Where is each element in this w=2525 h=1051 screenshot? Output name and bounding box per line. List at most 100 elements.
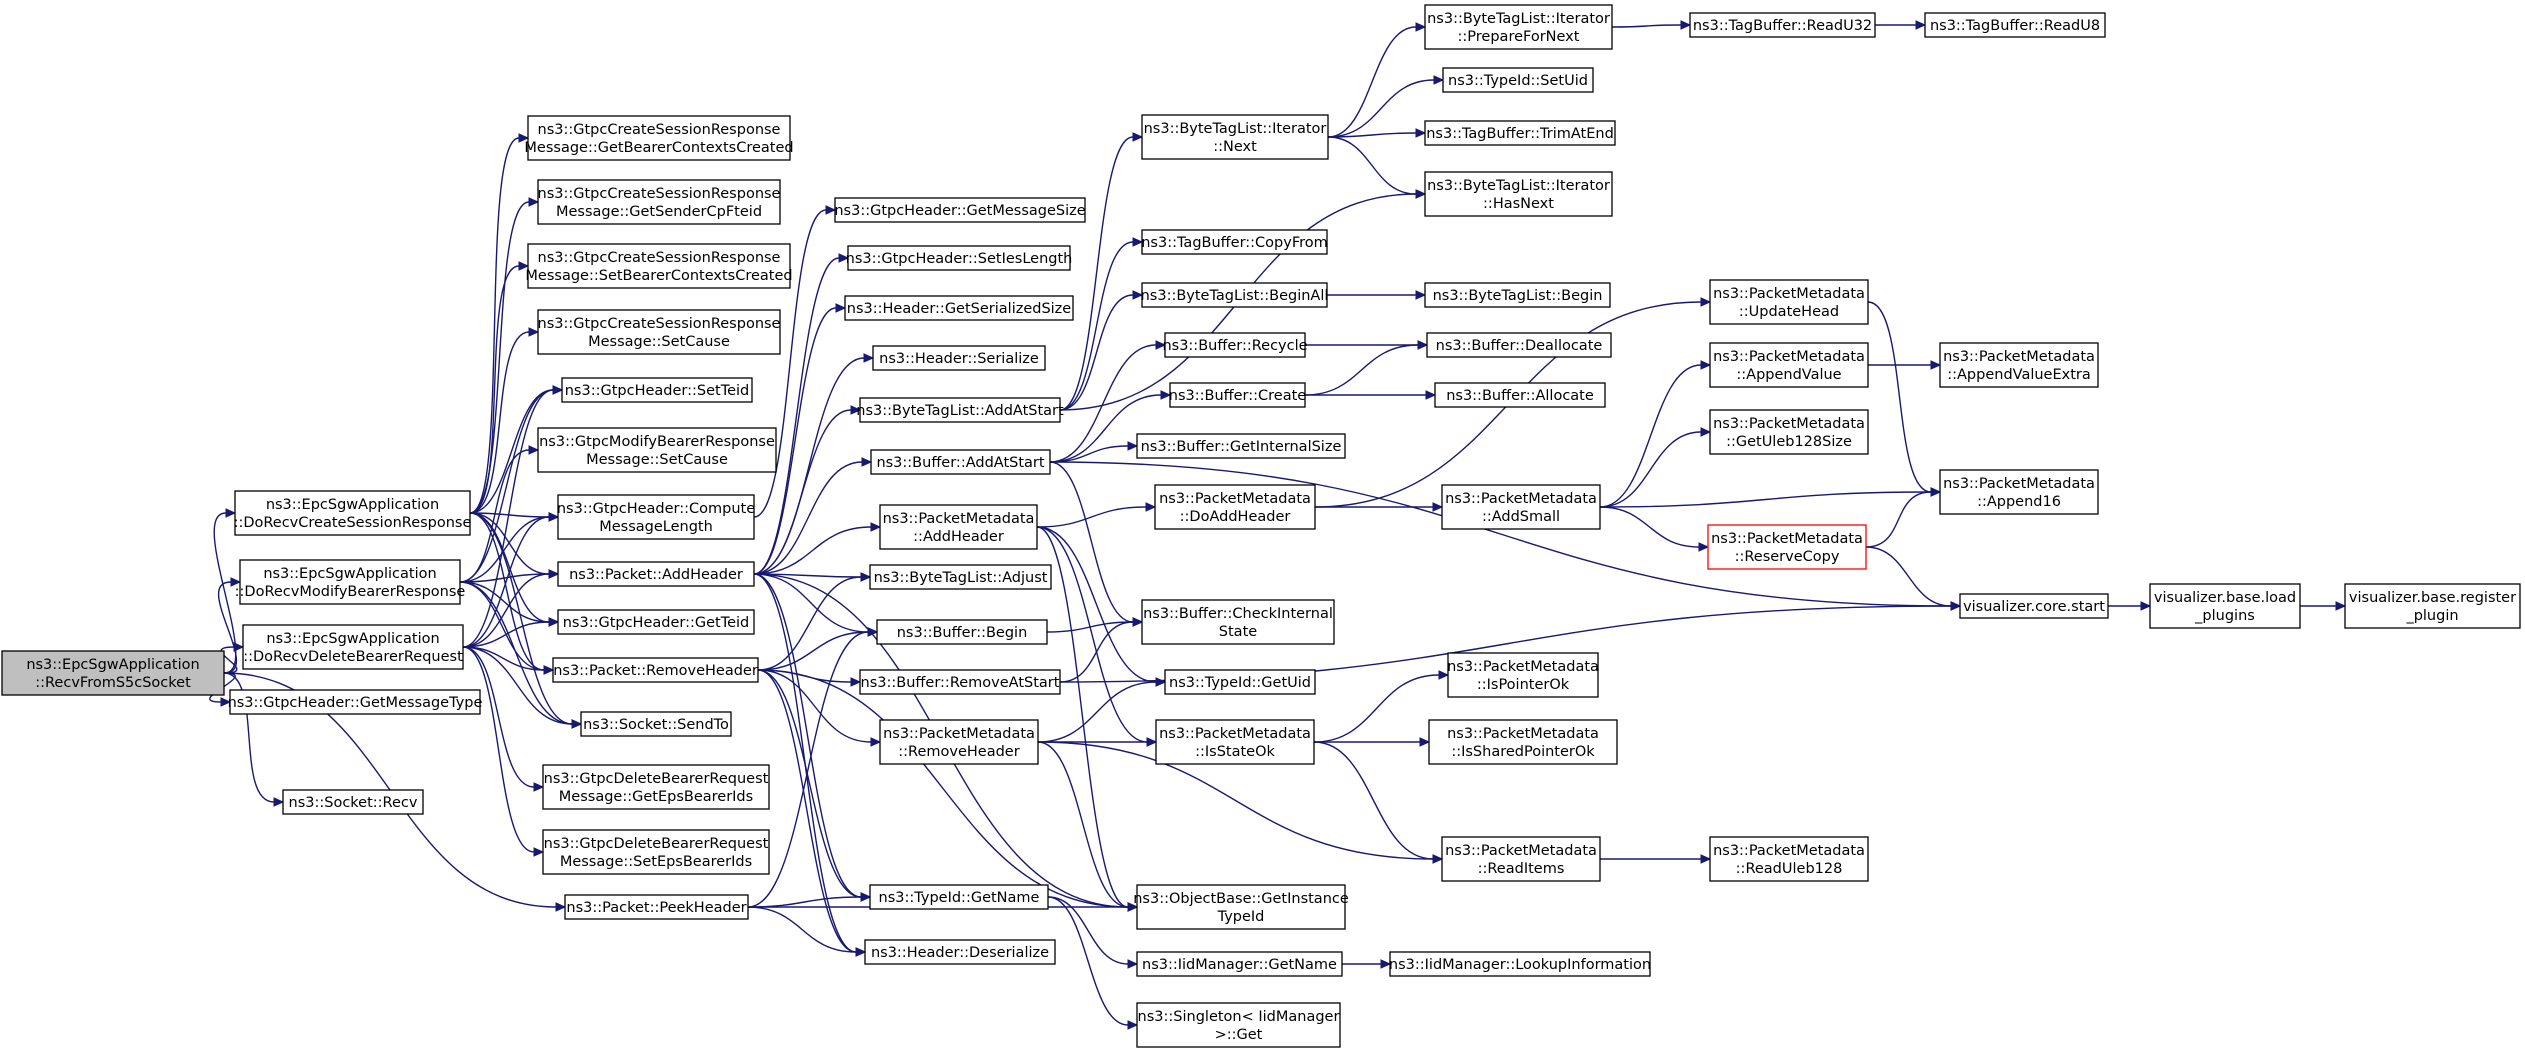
node-pmIsPointerOk[interactable]: ns3::PacketMetadata::IsPointerOk [1447, 652, 1599, 698]
arrowhead [1415, 290, 1427, 300]
node-pmAppendValueExtra[interactable]: ns3::PacketMetadata::AppendValueExtra [1939, 342, 2099, 388]
node-getSerSize[interactable]: ns3::Header::GetSerializedSize [844, 295, 1074, 321]
node-bufBegin[interactable]: ns3::Buffer::Begin [876, 619, 1048, 645]
node-pmAppendValue[interactable]: ns3::PacketMetadata::AppendValue [1709, 342, 1869, 388]
node-pmReadUleb[interactable]: ns3::PacketMetadata::ReadUleb128 [1709, 836, 1869, 882]
node-label: ns3::PacketMetadata [1447, 659, 1599, 675]
edge-line [1036, 526, 1148, 743]
edge-line [462, 573, 550, 648]
node-vizStart[interactable]: visualizer.core.start [1959, 593, 2109, 619]
node-sendTo[interactable]: ns3::Socket::SendTo [580, 711, 732, 737]
node-bufDeallocate[interactable]: ns3::Buffer::Deallocate [1426, 332, 1612, 358]
node-label: ::IsSharedPointerOk [1451, 744, 1595, 760]
node-btlAddAtStart[interactable]: ns3::ByteTagList::AddAtStart [856, 397, 1064, 423]
edge-line [462, 621, 550, 648]
node-typeSetUid[interactable]: ns3::TypeId::SetUid [1442, 67, 1594, 93]
edge-line [1046, 621, 1134, 633]
node-getEpsIds[interactable]: ns3::GtpcDeleteBearerRequestMessage::Get… [542, 764, 770, 810]
node-pmAppend16[interactable]: ns3::PacketMetadata::Append16 [1939, 469, 2099, 515]
node-box [1389, 951, 1651, 977]
node-bufRecycle[interactable]: ns3::Buffer::Recycle [1162, 332, 1308, 358]
node-btlIterPrepare[interactable]: ns3::ByteTagList::Iterator::PrepareForNe… [1424, 4, 1613, 50]
node-pmGetUleb[interactable]: ns3::PacketMetadata::GetUleb128Size [1709, 409, 1869, 455]
call-edge-addHeader-to-setIesLen [753, 253, 850, 575]
node-pmAddSmall[interactable]: ns3::PacketMetadata::AddSmall [1441, 484, 1601, 530]
node-getBearerCtx[interactable]: ns3::GtpcCreateSessionResponseMessage::G… [524, 115, 794, 161]
arrowhead [870, 522, 882, 532]
node-pmIsSharedPointerOk[interactable]: ns3::PacketMetadata::IsSharedPointerOk [1428, 719, 1618, 765]
call-edge-pmAddHeader-to-getInstanceTypeId [1036, 526, 1139, 912]
node-pmRemoveHeader[interactable]: ns3::PacketMetadata::RemoveHeader [879, 719, 1039, 765]
node-hdrDeserialize[interactable]: ns3::Header::Deserialize [864, 939, 1056, 965]
node-deleteReq[interactable]: ns3::EpcSgwApplication::DoRecvDeleteBear… [242, 624, 464, 670]
edge-line [1327, 132, 1417, 138]
node-pmUpdateHead[interactable]: ns3::PacketMetadata::UpdateHead [1709, 279, 1869, 325]
node-getTeid[interactable]: ns3::GtpcHeader::GetTeid [557, 609, 755, 635]
node-tbCopyFrom[interactable]: ns3::TagBuffer::CopyFrom [1141, 229, 1328, 255]
node-btlBeginAll[interactable]: ns3::ByteTagList::BeginAll [1141, 282, 1329, 308]
node-typeGetName[interactable]: ns3::TypeId::GetName [869, 884, 1049, 910]
call-edge-pmReserveCopy-to-vizStart [1865, 546, 1962, 611]
arrowhead [860, 572, 872, 582]
node-btlAdjust[interactable]: ns3::ByteTagList::Adjust [869, 564, 1052, 590]
call-edge-vizLoad-to-vizRegister [2300, 601, 2347, 611]
node-getMsgType[interactable]: ns3::GtpcHeader::GetMessageType [228, 689, 483, 715]
node-setCauseCreate[interactable]: ns3::GtpcCreateSessionResponseMessage::S… [537, 309, 781, 355]
node-getSenderFteid[interactable]: ns3::GtpcCreateSessionResponseMessage::G… [537, 179, 781, 225]
node-bufAddAtStart[interactable]: ns3::Buffer::AddAtStart [870, 449, 1051, 475]
node-addHeader[interactable]: ns3::Packet::AddHeader [557, 561, 755, 587]
node-box [847, 245, 1071, 271]
node-vizLoad[interactable]: visualizer.base.load_plugins [2149, 583, 2301, 629]
node-vizRegister[interactable]: visualizer.base.register_plugin [2344, 583, 2521, 629]
node-setEpsIds[interactable]: ns3::GtpcDeleteBearerRequestMessage::Set… [542, 829, 770, 875]
node-serialize[interactable]: ns3::Header::Serialize [872, 345, 1046, 371]
node-pmAddHeader[interactable]: ns3::PacketMetadata::AddHeader [879, 504, 1038, 550]
arrowhead [1415, 22, 1427, 32]
node-bufCreate[interactable]: ns3::Buffer::Create [1169, 382, 1307, 408]
node-bufGetInternalSize[interactable]: ns3::Buffer::GetInternalSize [1136, 433, 1346, 459]
node-box [1424, 4, 1613, 50]
node-btlIterHasNext[interactable]: ns3::ByteTagList::Iterator::HasNext [1424, 171, 1613, 217]
node-createResp[interactable]: ns3::EpcSgwApplication::DoRecvCreateSess… [234, 490, 472, 536]
node-box [1141, 114, 1329, 160]
node-tbReadU32[interactable]: ns3::TagBuffer::ReadU32 [1689, 12, 1876, 38]
node-setTeid[interactable]: ns3::GtpcHeader::SetTeid [561, 377, 753, 403]
arrowhead [233, 642, 245, 652]
node-setIesLen[interactable]: ns3::GtpcHeader::SetIesLength [846, 245, 1073, 271]
node-tbTrimAtEnd[interactable]: ns3::TagBuffer::TrimAtEnd [1424, 120, 1616, 146]
node-pmReadItems[interactable]: ns3::PacketMetadata::ReadItems [1441, 836, 1601, 882]
node-box [1424, 171, 1613, 217]
edge-line [1036, 526, 1157, 683]
node-root[interactable]: ns3::EpcSgwApplication::RecvFromS5cSocke… [1, 650, 225, 696]
node-bufAllocate[interactable]: ns3::Buffer::Allocate [1434, 382, 1606, 408]
node-btlBegin[interactable]: ns3::ByteTagList::Begin [1424, 282, 1611, 308]
node-removeHeader[interactable]: ns3::Packet::RemoveHeader [552, 657, 759, 683]
node-box [1169, 382, 1306, 408]
node-peekHeader[interactable]: ns3::Packet::PeekHeader [564, 894, 749, 920]
node-iidGetName[interactable]: ns3::IidManager::GetName [1136, 951, 1343, 977]
node-typeGetUid[interactable]: ns3::TypeId::GetUid [1164, 669, 1316, 695]
node-label: ::GetUleb128Size [1726, 434, 1852, 450]
edge-line [469, 512, 545, 671]
node-label: ns3::ByteTagList::Iterator [1427, 178, 1610, 194]
node-pmReserveCopy[interactable]: ns3::PacketMetadata::ReserveCopy [1707, 524, 1867, 570]
node-iidLookup[interactable]: ns3::IidManager::LookupInformation [1389, 951, 1651, 977]
arrowhead [548, 617, 560, 627]
node-pmDoAddHeader[interactable]: ns3::PacketMetadata::DoAddHeader [1154, 484, 1316, 530]
node-getMsgSize[interactable]: ns3::GtpcHeader::GetMessageSize [834, 197, 1086, 223]
node-label: Message::SetCause [588, 334, 730, 350]
node-setCauseModify[interactable]: ns3::GtpcModifyBearerResponseMessage::Se… [537, 427, 777, 473]
node-btlIterNext[interactable]: ns3::ByteTagList::Iterator::Next [1141, 114, 1329, 160]
node-singletonGet[interactable]: ns3::Singleton< IidManager>::Get [1136, 1002, 1341, 1048]
node-label: ns3::GtpcHeader::GetMessageType [228, 695, 483, 711]
node-modifyReq[interactable]: ns3::EpcSgwApplication::DoRecvModifyBear… [235, 559, 466, 605]
node-setBearerCtx[interactable]: ns3::GtpcCreateSessionResponseMessage::S… [525, 243, 793, 289]
edge-line [459, 516, 550, 583]
node-tbReadU8[interactable]: ns3::TagBuffer::ReadU8 [1924, 12, 2106, 38]
node-bufRemoveAtStart[interactable]: ns3::Buffer::RemoveAtStart [859, 669, 1061, 695]
node-sockRecv[interactable]: ns3::Socket::Recv [282, 789, 424, 815]
node-pmIsStateOk[interactable]: ns3::PacketMetadata::IsStateOk [1155, 719, 1315, 765]
